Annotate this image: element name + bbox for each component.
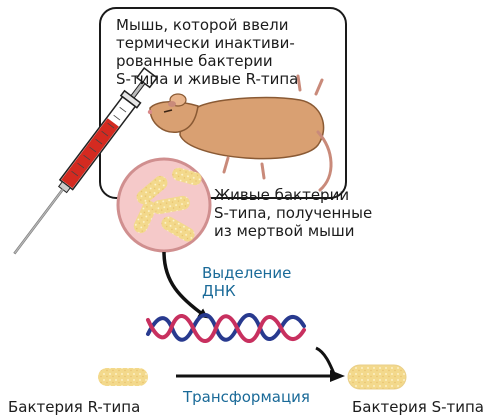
dna-isolation-text: Выделение ДНК xyxy=(202,264,291,300)
transformation-text: Трансформация xyxy=(183,388,310,406)
dna-helix xyxy=(148,315,304,341)
dna-isolation-arrow xyxy=(164,252,205,316)
live-bacteria-text: Живые бактерии S-типа, полученные из мер… xyxy=(214,186,372,240)
r-type-label: Бактерия R-типа xyxy=(8,398,140,416)
mouse-box-text: Мышь, которой ввели термически инактиви-… xyxy=(116,16,298,88)
transformation-arrowhead xyxy=(330,370,345,382)
r-type-bacterium xyxy=(98,368,148,386)
s-type-bacterium xyxy=(348,365,406,389)
transformation-arrow xyxy=(176,348,335,376)
s-type-label: Бактерия S-типа xyxy=(352,398,484,416)
